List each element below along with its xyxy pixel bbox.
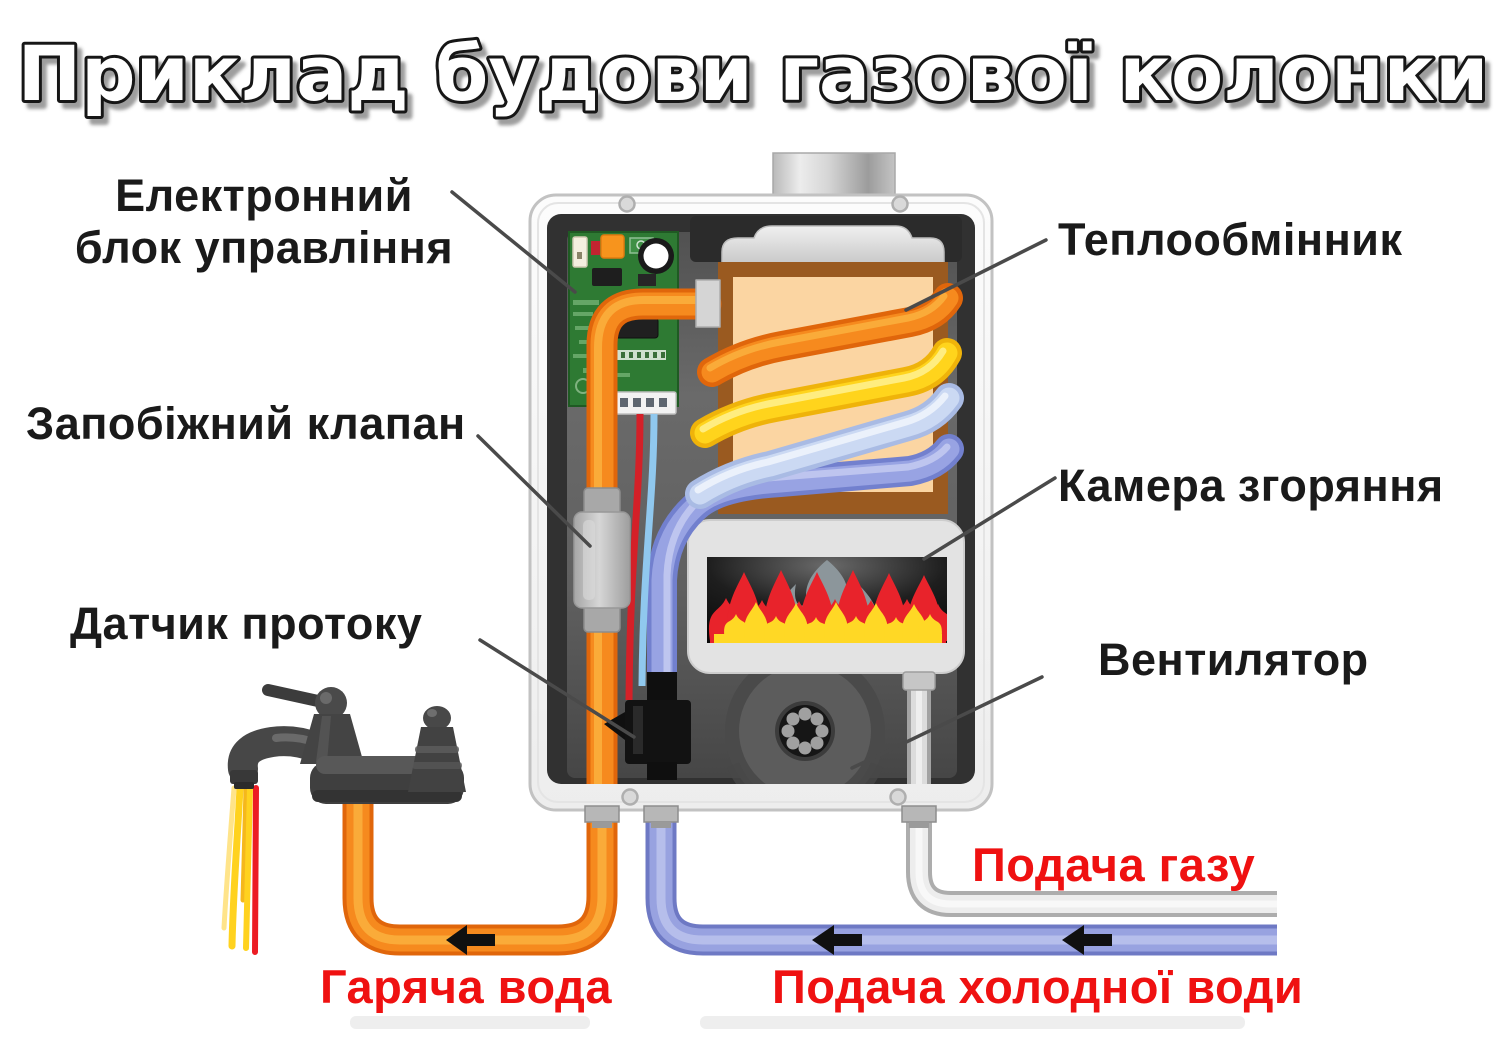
label-hot-water: Гаряча вода (320, 960, 612, 1013)
faucet-handle-left-lever (262, 684, 324, 707)
heat-exchanger-cap (721, 225, 945, 267)
pipe-gas (906, 818, 1277, 917)
coil-cool (685, 383, 964, 509)
wire-red (625, 413, 644, 701)
pipe-cold-water (645, 818, 1277, 956)
flames (708, 560, 947, 643)
safety-valve (573, 487, 631, 633)
cold-water-arrow-2 (1062, 925, 1112, 955)
case-screws (618, 195, 909, 806)
label-combustion-chamber: Камера згоряння (1058, 460, 1444, 511)
coil-warm (690, 338, 962, 448)
leader-lines (450, 190, 1057, 770)
leader-safety-valve (476, 434, 592, 548)
faucet (221, 684, 466, 955)
fan (725, 651, 885, 784)
cold-water-arrow-1 (812, 925, 862, 955)
board-led (591, 241, 600, 255)
label-control-unit-line1: Електронний (115, 170, 413, 221)
label-fan: Вентилятор (1098, 634, 1369, 685)
hot-water-arrow (446, 925, 495, 955)
wire-blue (638, 413, 658, 687)
label-cold-water-supply: Подача холодної води (772, 960, 1304, 1013)
leader-control-unit (450, 190, 577, 294)
coil-hot (697, 283, 963, 387)
label-gas-supply: Подача газу (972, 838, 1256, 891)
page-title: Приклад будови газової колонки (18, 29, 1489, 118)
leader-heat-exchanger (904, 238, 1048, 312)
faucet-handle-right-knob (423, 706, 451, 730)
board-relay-orange (600, 234, 625, 259)
faucet-handle-right (408, 727, 466, 792)
leader-flow-sensor (478, 638, 636, 739)
feed-pipe-hot (586, 279, 722, 784)
leader-combustion-chamber (922, 476, 1057, 561)
chimney-pipe (772, 152, 896, 200)
water-stream (221, 784, 259, 955)
label-safety-valve: Запобіжний клапан (26, 398, 466, 449)
pipe-hot-water (342, 790, 618, 956)
label-control-unit-line2: блок управління (74, 222, 454, 274)
gas-pipe-internal (902, 671, 936, 784)
label-heat-exchanger: Теплообмінник (1058, 214, 1403, 265)
flow-arrows (446, 925, 1112, 955)
pipe-fittings (584, 805, 937, 828)
label-control-unit: Електронний блок управління (52, 170, 476, 274)
combustion-chamber (687, 519, 965, 674)
leader-fan (850, 675, 1044, 770)
pipe-shadows (350, 1016, 1245, 1029)
faucet-nozzle (230, 770, 258, 784)
label-flow-sensor: Датчик протоку (70, 598, 423, 649)
